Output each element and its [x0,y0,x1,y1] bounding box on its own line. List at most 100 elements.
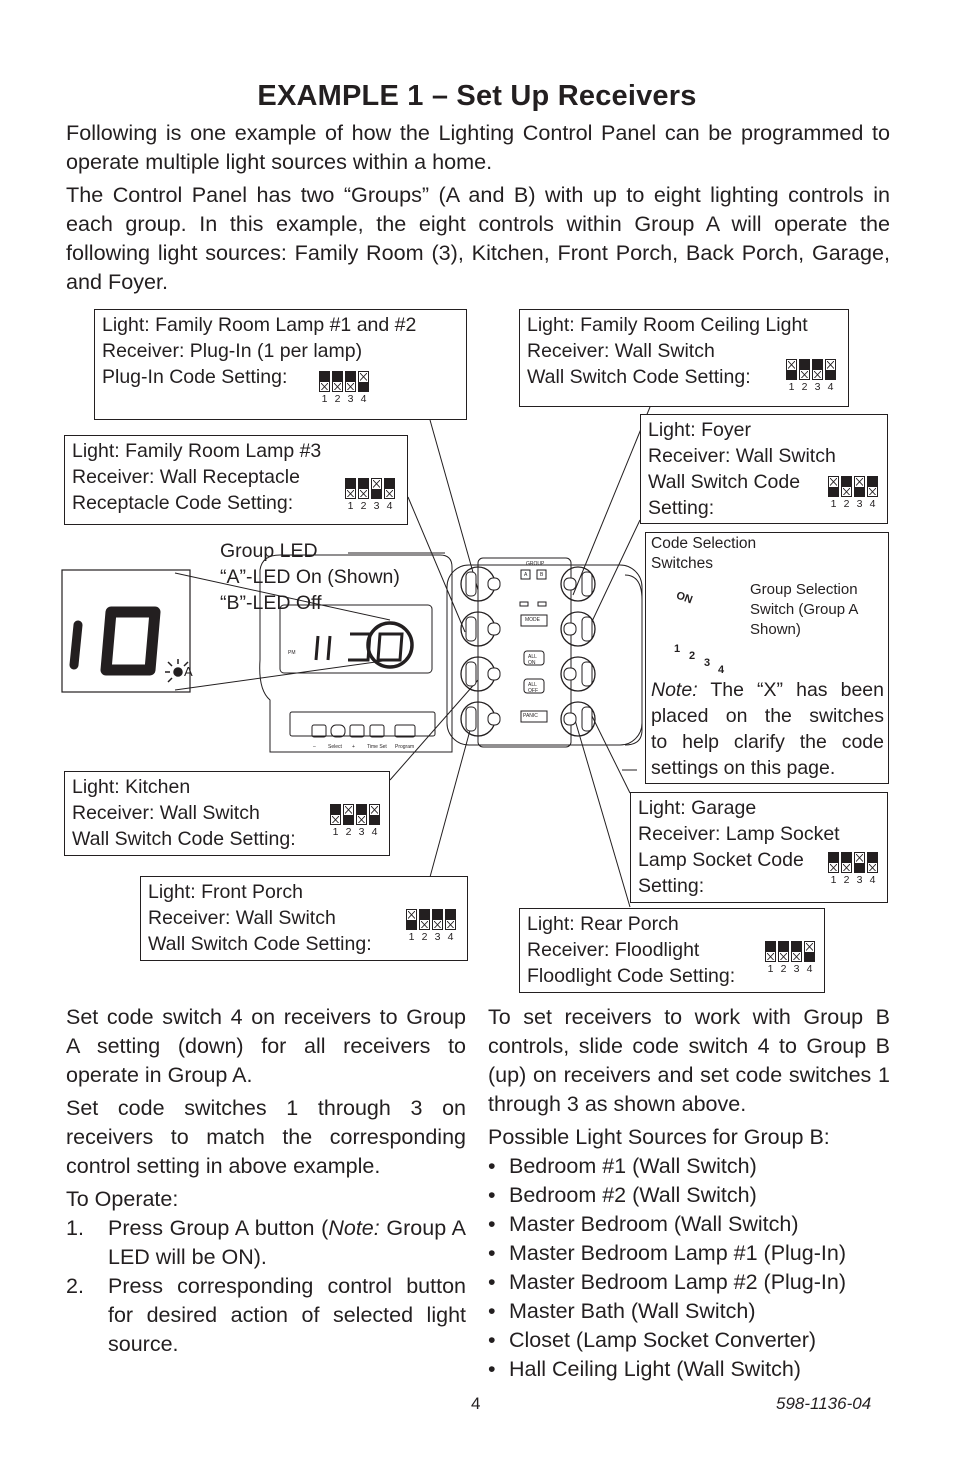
group-b-list-text: Master Bedroom (Wall Switch) [509,1212,799,1236]
x-marker [855,477,864,487]
display-led-label: A [184,664,193,679]
group-b-list-item: •Master Bath (Wall Switch) [488,1297,890,1326]
group-b-list-item: •Master Bedroom Lamp #1 (Plug-In) [488,1239,890,1268]
switch-slider [359,479,368,489]
group-selection-line: Group Selection [750,581,858,598]
code-selection-title-line: Switches [651,555,714,572]
device-label-select: Select [328,744,342,750]
switch-cell [345,371,356,392]
group-b-list-text: Hall Ceiling Light (Wall Switch) [509,1357,801,1381]
callout-front-porch: Light: Front Porch Receiver: Wall Switch… [140,876,468,961]
switch-slider [813,360,822,370]
group-b-list-item: •Bedroom #1 (Wall Switch) [488,1152,890,1181]
switch-number: 2 [843,498,850,510]
right-paragraph-2: Possible Light Sources for Group B: [488,1125,830,1149]
switch-number: 1 [347,500,354,512]
switch-cell [419,909,430,930]
switch-num-1: 1 [674,643,681,655]
bullet: • [488,1183,496,1207]
x-marker [433,920,442,930]
callout-line: Light: Rear Porch [527,913,679,935]
x-marker [842,487,851,497]
switch-number: 4 [827,381,834,393]
group-b-list-item: •Bedroom #2 (Wall Switch) [488,1181,890,1210]
bullet: • [488,1270,496,1294]
switch-cells [828,852,878,873]
callout-line: Light: Garage [638,797,757,819]
switch-cell [799,359,810,380]
switch-cell [812,359,823,380]
switch-cell [319,371,330,392]
switch-slider [357,805,366,815]
bullet: • [488,1212,496,1236]
group-b-list-text: Master Bedroom Lamp #1 (Plug-In) [509,1241,846,1265]
switch-cell [786,359,797,380]
device-label-timeset: Time Set [367,744,387,750]
note-line-2: placed on the switches [651,705,884,727]
switch-number: 4 [447,931,454,943]
switch-number: 1 [408,931,415,943]
switch-slider [787,369,796,379]
x-marker [372,479,381,489]
group-b-list-item: • Hall Ceiling Light (Wall Switch) [488,1355,890,1384]
switch-slider [842,477,851,487]
switch-num-4: 4 [718,664,725,676]
left-column: Set code switch 4 on receivers to Group … [66,1003,466,1359]
callout-line: Receiver: Plug-In (1 per lamp) [102,340,363,362]
switch-cell [356,804,367,825]
switch-cell [343,804,354,825]
switch-cells [828,476,878,497]
callout-foyer: Light: Foyer Receiver: Wall Switch Wall … [640,414,888,524]
switch-cells [406,909,456,930]
device-label-program: Program [395,744,415,750]
switch-num-3: 3 [704,657,711,669]
callout-line: Receiver: Wall Receptacle [72,466,300,488]
note-line-1: Note: The “X” has been [651,677,884,703]
switch-cell [804,941,815,962]
bullet: • [488,1357,496,1381]
x-marker [407,910,416,920]
page-title: EXAMPLE 1 – Set Up Receivers [257,80,697,112]
group-b-list-item: •Closet (Lamp Socket Converter) [488,1326,890,1355]
device-label-plus: + [352,744,355,750]
switch-slider [779,942,788,952]
device-all-on: ALL ON [528,654,537,666]
x-marker [346,382,355,392]
note-line-3: to help clarify the code [651,731,884,753]
switch-number: 1 [788,381,795,393]
switch-cell [854,476,865,497]
group-led-line-2: “A”-LED On (Shown) [220,566,400,588]
switch-slider [385,479,394,489]
x-marker [829,477,838,487]
list-text: Press corresponding control button for d… [108,1274,466,1356]
switch-cell [445,909,456,930]
switch-number: 2 [801,381,808,393]
callout-line: Receiver: Wall Switch [527,340,715,362]
left-paragraph-3: To Operate: [66,1187,179,1211]
callout-line: Setting: [638,875,705,897]
group-b-list-item: • Master Bedroom (Wall Switch) [488,1210,890,1239]
switch-slider [420,910,429,920]
x-marker [333,382,342,392]
group-b-list-text: Closet (Lamp Socket Converter) [509,1328,817,1352]
switch-number: 3 [373,500,380,512]
left-paragraph-1: Set code switch 4 on receivers to Group … [66,1005,466,1087]
switch-cell [791,941,802,962]
x-marker [829,863,838,873]
group-led-line-1: Group LED [220,540,318,562]
callout-line: Light: Family Room Lamp #1 and #2 [102,314,417,336]
switch-number: 1 [332,826,339,838]
x-marker [357,815,366,825]
switch-number: 1 [767,963,774,975]
code-selection-title-line: Code Selection [651,535,757,552]
switch-slider [407,919,416,929]
x-marker [868,487,877,497]
x-marker [370,805,379,815]
switch-cell [867,476,878,497]
group-led-callout: Group LED “A”-LED On (Shown) “B”-LED Off [220,538,400,616]
